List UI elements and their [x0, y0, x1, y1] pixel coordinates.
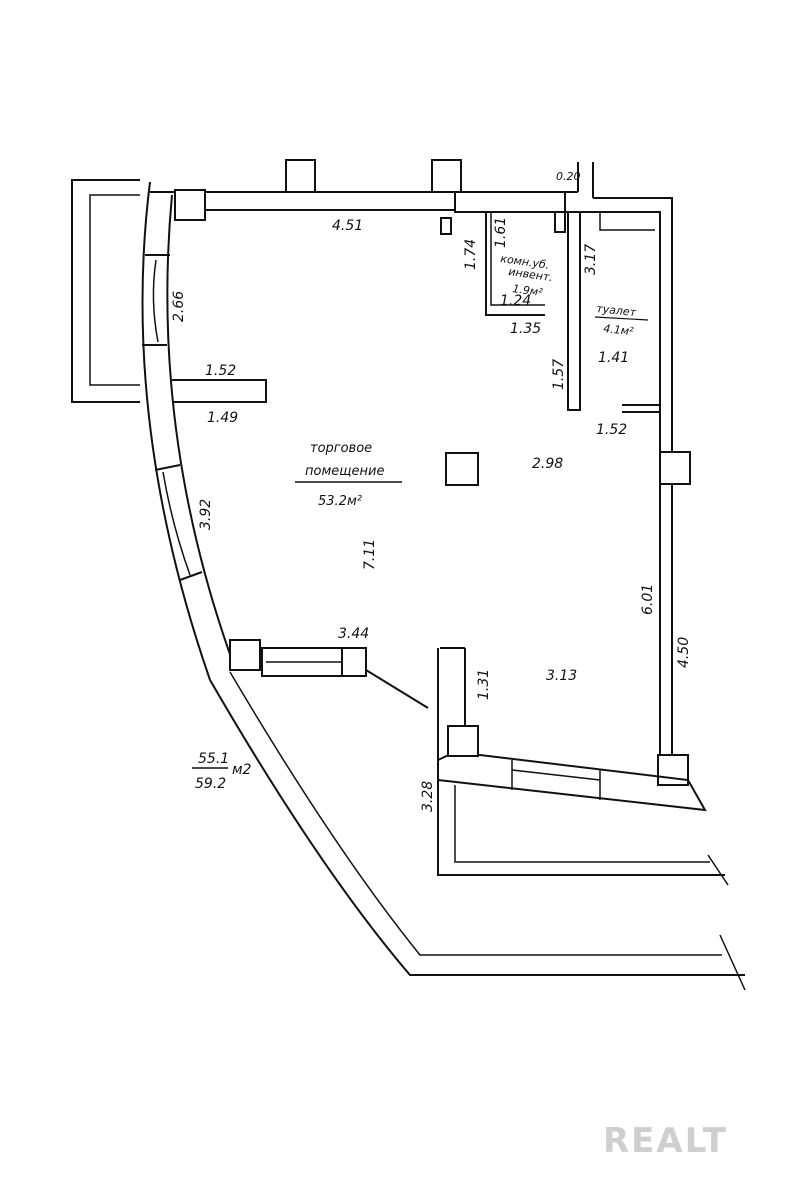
main-room-name-2: помещение — [305, 464, 384, 479]
dim-4-50: 4.50 — [676, 637, 692, 668]
dim-1-49: 1.49 — [207, 410, 238, 426]
dim-1-57: 1.57 — [551, 359, 567, 390]
total-area-net: 55.1 — [198, 751, 229, 767]
dim-6-01: 6.01 — [640, 584, 656, 615]
dim-1-41: 1.41 — [598, 350, 629, 366]
dim-top-wall: 4.51 — [332, 218, 363, 234]
top-wall — [150, 159, 673, 452]
partition-left — [172, 379, 267, 403]
curved-wall — [141, 181, 745, 976]
dim-3-17: 3.17 — [583, 244, 599, 275]
dim-1-35: 1.35 — [510, 321, 541, 337]
dim-3-92: 3.92 — [198, 499, 214, 530]
total-area-gross: 59.2 — [195, 776, 226, 792]
lower-partition — [229, 639, 429, 709]
watermark: REALT — [603, 1121, 728, 1161]
wc-room — [567, 212, 661, 413]
storage-room-area: 1.9м² — [512, 282, 544, 299]
storage-room — [485, 212, 566, 316]
dim-3-44: 3.44 — [338, 626, 369, 642]
dim-2-98: 2.98 — [532, 456, 563, 472]
wc-room-underline — [594, 316, 649, 321]
column — [445, 452, 479, 486]
left-balcony — [71, 179, 140, 403]
dim-3-13: 3.13 — [546, 668, 577, 684]
dim-1-31: 1.31 — [476, 669, 492, 700]
break-marks — [707, 854, 746, 991]
dim-7-11: 7.11 — [362, 539, 378, 570]
dim-gap: 0.20 — [556, 170, 581, 183]
wc-room-area: 4.1м² — [603, 322, 635, 338]
bottom-wall — [437, 647, 725, 876]
dim-1-61: 1.61 — [493, 217, 509, 248]
dim-1-52-right: 1.52 — [596, 422, 627, 438]
dim-1-24: 1.24 — [500, 293, 531, 309]
main-room-name-1: торговое — [310, 441, 372, 456]
storage-room-name-2: инвент. — [508, 265, 554, 284]
dim-2-66: 2.66 — [171, 291, 187, 322]
main-room-area: 53.2м² — [318, 494, 362, 509]
dim-1-52-left: 1.52 — [205, 363, 236, 379]
wc-room-name: туалет — [596, 302, 638, 319]
right-wall — [657, 451, 691, 786]
dim-3-28: 3.28 — [420, 781, 436, 812]
dim-1-74: 1.74 — [463, 239, 479, 270]
total-area-unit: м2 — [232, 762, 252, 778]
